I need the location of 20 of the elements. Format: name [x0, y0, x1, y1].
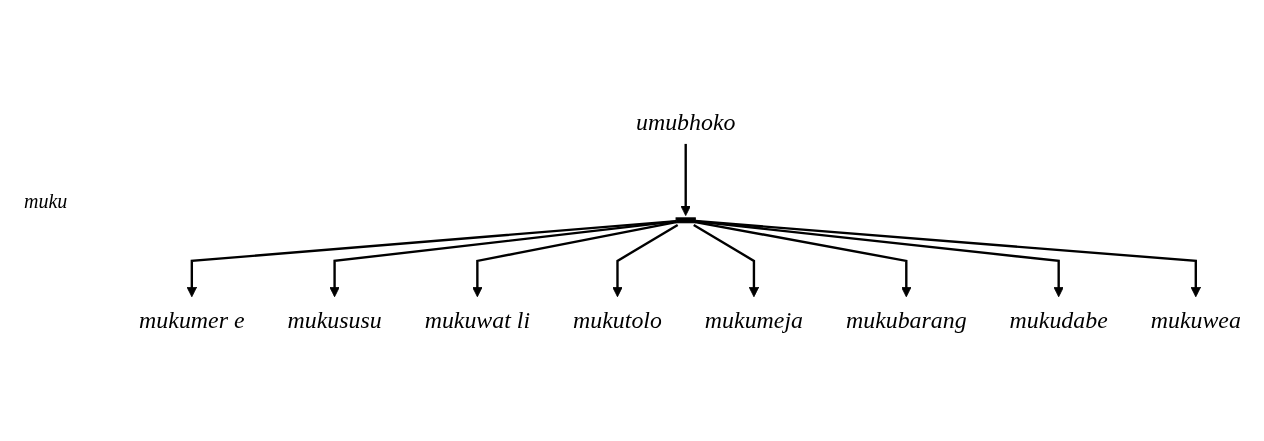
arrow — [186, 220, 677, 298]
node-text: mukubarang — [845, 306, 967, 333]
node-text: mukumeja — [704, 306, 803, 333]
node-text: mukumer e — [139, 306, 245, 333]
arrow — [612, 224, 679, 298]
node-text: mukutolo — [573, 306, 662, 333]
node-text: mukudabe — [1009, 306, 1108, 333]
arrow — [695, 220, 1064, 298]
arrow — [680, 144, 691, 217]
arrow — [693, 224, 760, 298]
arrow — [695, 221, 912, 298]
node-text: mukuwat li — [424, 306, 531, 333]
arrow — [472, 221, 677, 298]
node-text: mukuwea — [1150, 306, 1241, 333]
arrow — [329, 220, 677, 298]
node-text: umubhoko — [635, 108, 736, 135]
node-text: mukususu — [287, 306, 382, 333]
node-bar — [675, 217, 696, 224]
note-text: muku — [24, 190, 68, 213]
arrow — [695, 220, 1202, 298]
